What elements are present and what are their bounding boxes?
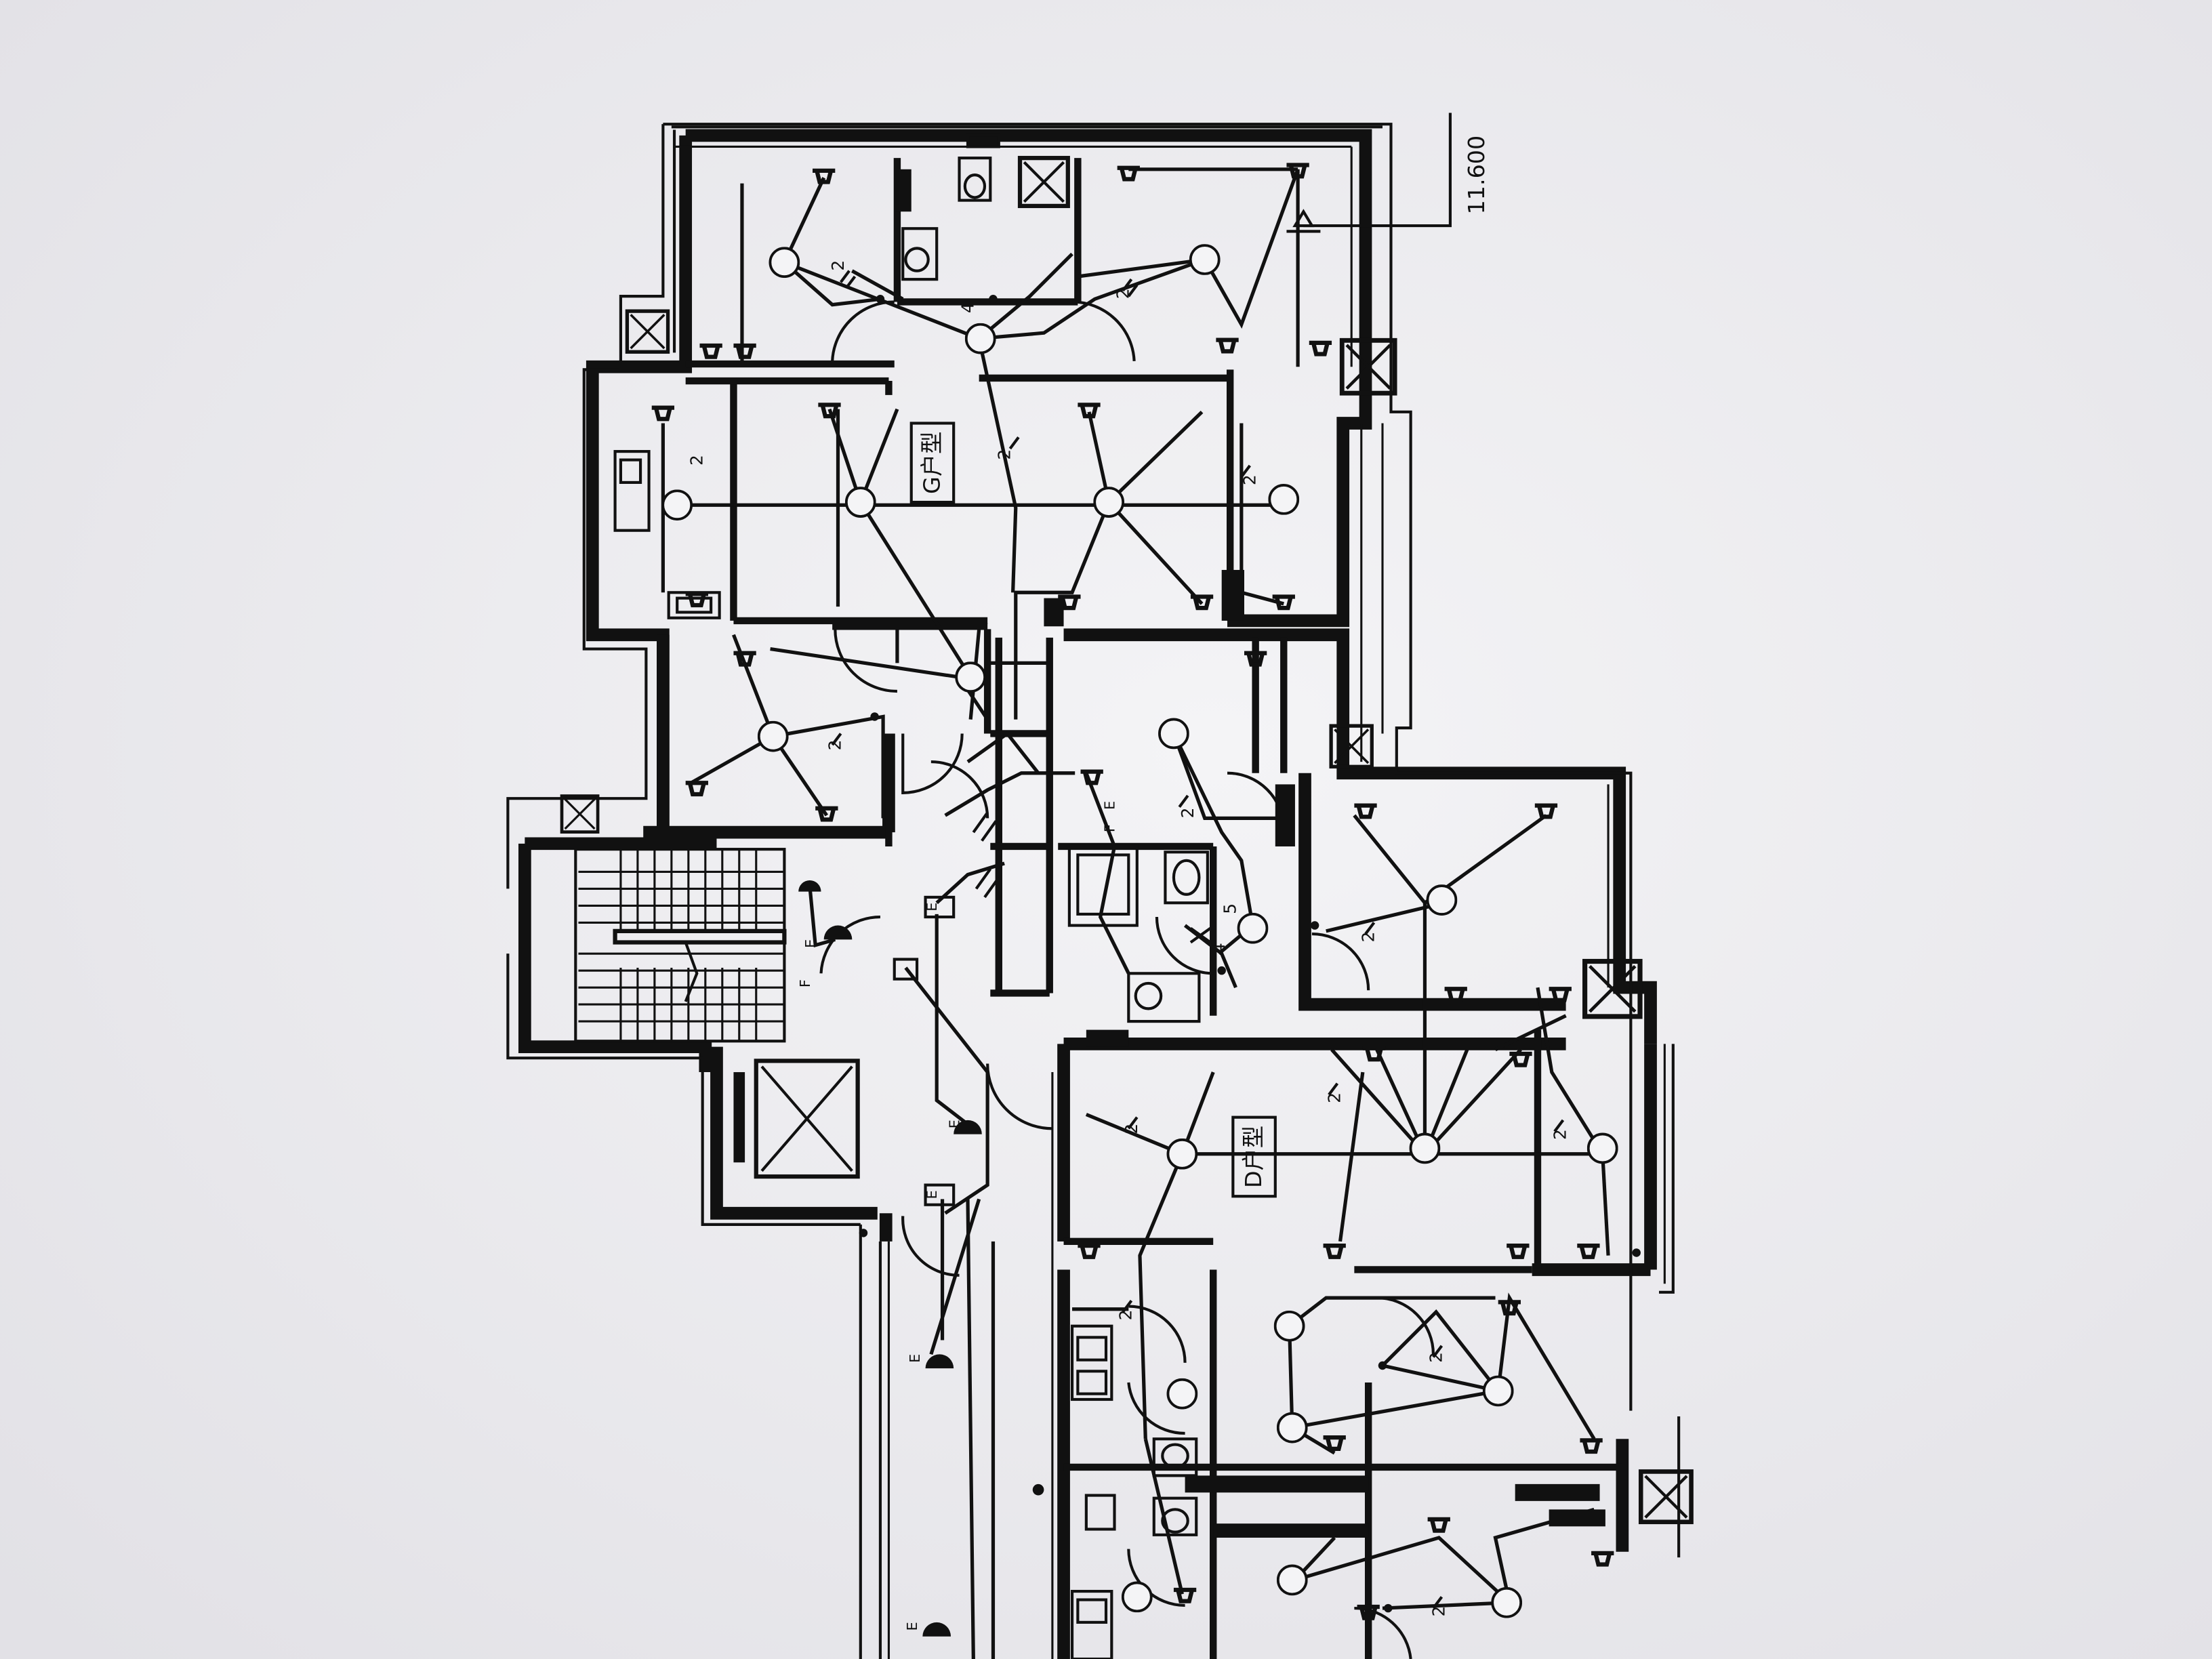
emergency-mark: E bbox=[904, 1622, 920, 1631]
circuit-label: 2 bbox=[1240, 474, 1260, 485]
elevation-marker bbox=[1286, 112, 1452, 233]
circuit-label: 2 bbox=[1426, 1352, 1446, 1363]
switch-mark: F bbox=[1101, 824, 1118, 832]
stair bbox=[574, 848, 787, 1043]
distribution-panels bbox=[894, 169, 1605, 1538]
emergency-mark: E bbox=[1101, 801, 1118, 810]
circuit-label: 2 bbox=[825, 740, 845, 751]
circuit-label: 2 bbox=[1115, 1310, 1135, 1321]
emergency-mark: E bbox=[907, 1354, 923, 1363]
circuit-label: 2 bbox=[1122, 1124, 1141, 1134]
circuit-label: 4 bbox=[1209, 943, 1229, 954]
emergency-mark: E bbox=[924, 903, 940, 912]
device-marks: E E E E E E E F F bbox=[797, 801, 1118, 1631]
unit-g-label-box: G户型 bbox=[909, 422, 956, 504]
circuit-label: 2 bbox=[1325, 1092, 1345, 1103]
circuit-label: 2 bbox=[1113, 288, 1132, 299]
circuit-label: 2 bbox=[994, 449, 1014, 460]
circuit-label: 2 bbox=[1551, 1129, 1570, 1140]
emergency-lights bbox=[798, 880, 982, 1637]
wiring bbox=[661, 167, 1610, 1659]
circuit-label: 2 bbox=[687, 455, 707, 466]
outlet-dots bbox=[859, 295, 1641, 1613]
circuit-labels: 2 2 2 2 2 2 2 2 2 2 2 2 2 2 4 4 5 bbox=[687, 260, 1570, 1617]
wire-ticks bbox=[831, 270, 1565, 1610]
circuit-label: 2 bbox=[1359, 932, 1378, 943]
elevation-label: 11.600 bbox=[1463, 136, 1490, 215]
switch-mark: F bbox=[797, 979, 813, 987]
unit-d-label: D户型 bbox=[1240, 1126, 1267, 1188]
exterior-outline bbox=[506, 123, 1681, 1659]
unit-g-label: G户型 bbox=[918, 432, 945, 494]
emergency-mark: E bbox=[924, 1190, 940, 1199]
emergency-mark: E bbox=[802, 939, 819, 948]
wall-double-lines bbox=[674, 145, 1666, 1659]
circuit-label: 2 bbox=[1178, 807, 1197, 818]
circuit-label: 4 bbox=[958, 302, 977, 313]
circuit-label: 5 bbox=[1221, 903, 1240, 914]
shafts bbox=[562, 158, 1692, 1522]
circuit-label: 2 bbox=[1429, 1606, 1449, 1617]
unit-d-label-box: D户型 bbox=[1231, 1115, 1277, 1198]
circuit-label: 2 bbox=[828, 260, 848, 271]
exit-sign-boxes bbox=[893, 895, 956, 1206]
emergency-mark: E bbox=[947, 1120, 963, 1128]
